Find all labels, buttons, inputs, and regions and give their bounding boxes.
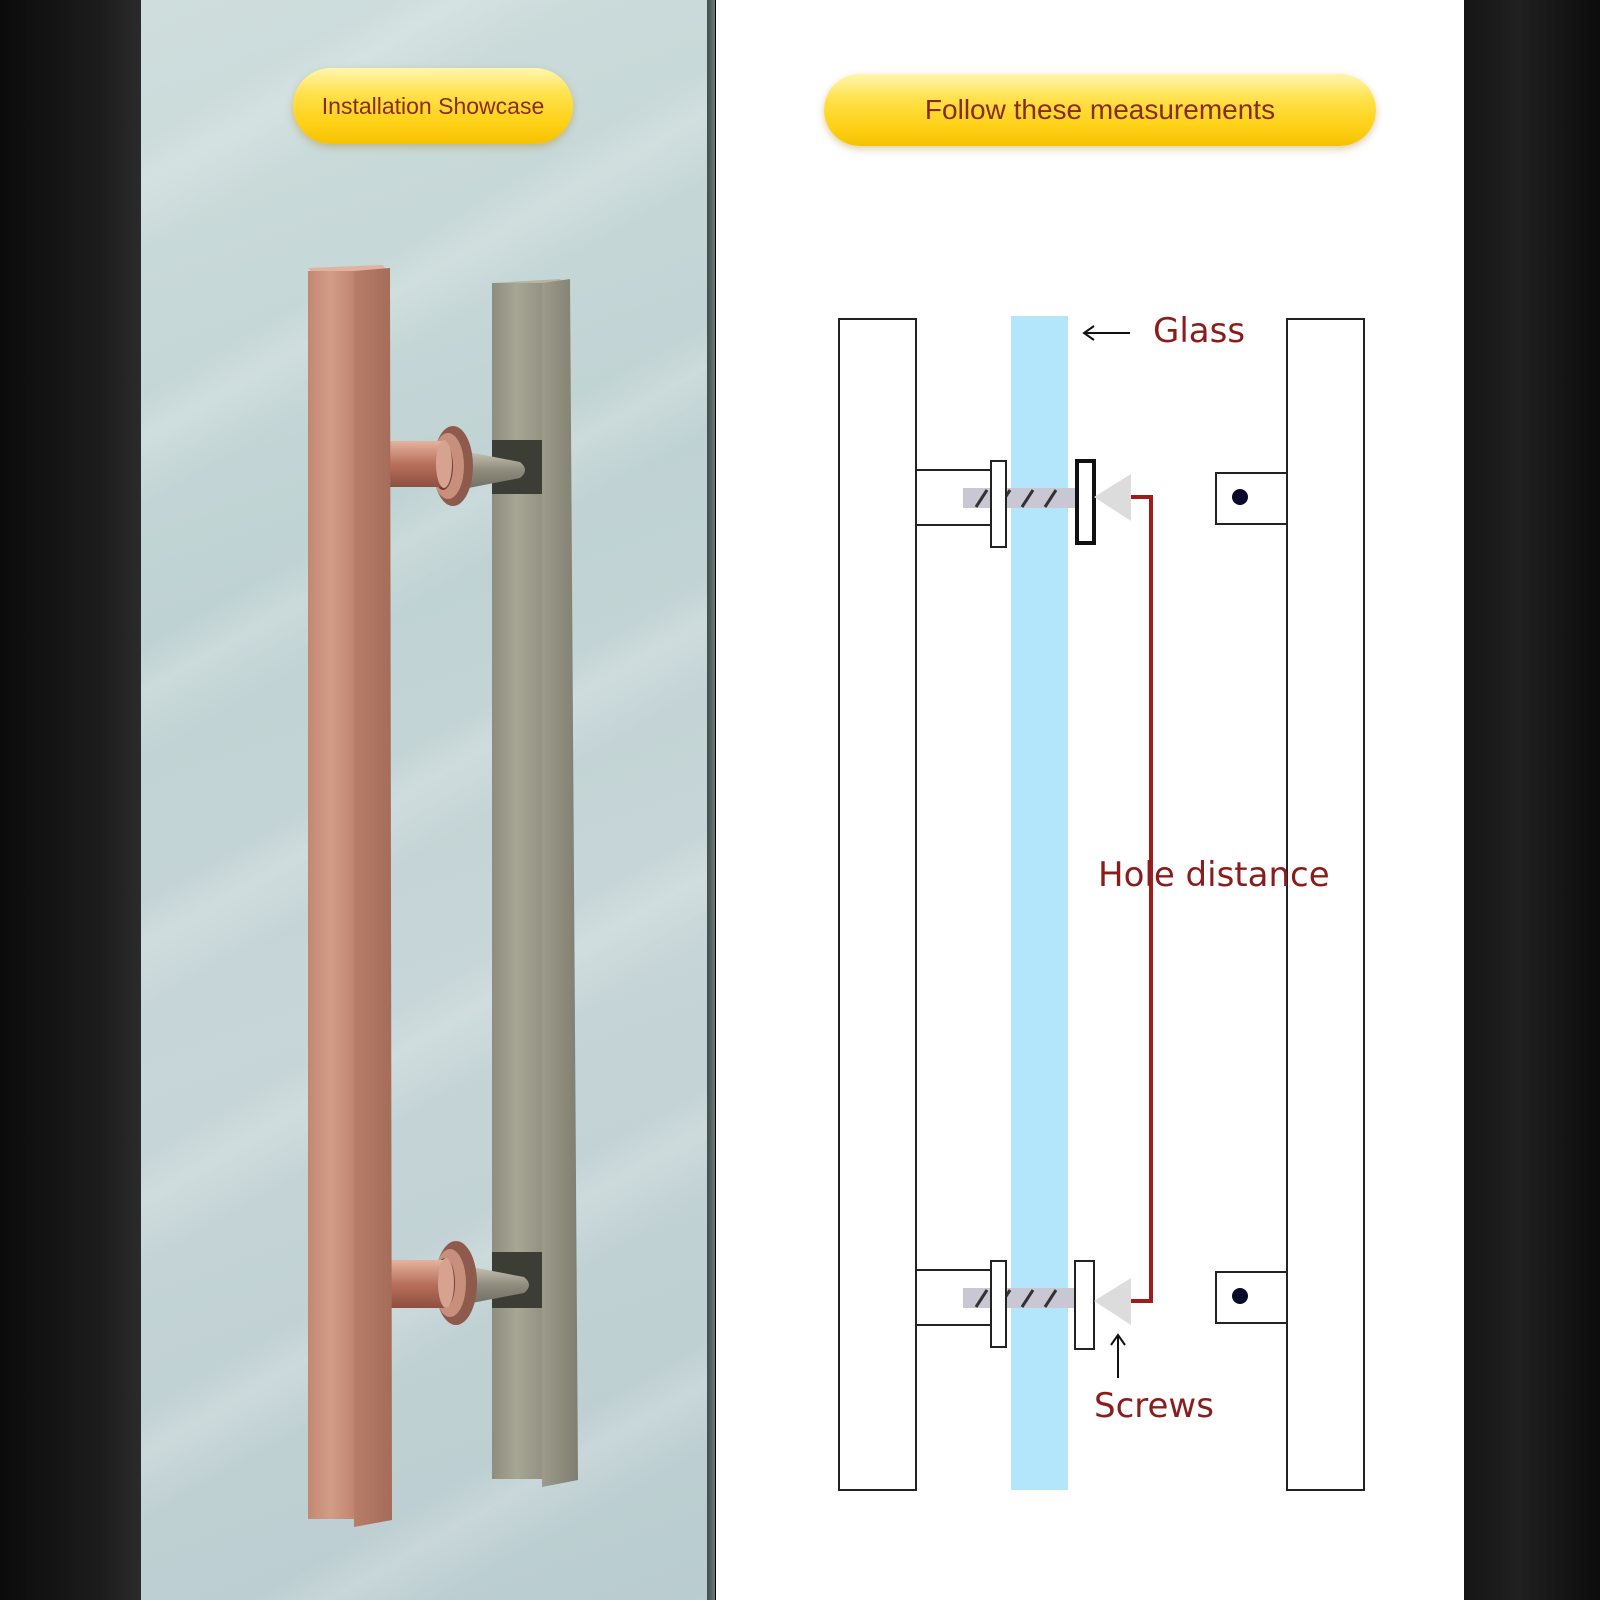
glass-panel-edge <box>707 0 715 1600</box>
screws-arrow-icon <box>1110 1333 1126 1378</box>
copper-handle-bar <box>308 265 392 1527</box>
bottom-standoff <box>388 1241 542 1325</box>
top-mount-right <box>1215 472 1288 525</box>
installation-showcase-panel <box>141 0 714 1600</box>
bottom-mount-right <box>1215 1271 1288 1324</box>
glass-arrow-icon <box>1082 325 1130 341</box>
measurements-title: Follow these measurements <box>824 74 1376 146</box>
left-dark-border <box>0 0 141 1600</box>
bottom-fixing <box>915 1260 1131 1350</box>
top-fixing <box>915 459 1131 548</box>
screws-label: Screws <box>1094 1386 1214 1426</box>
right-dark-border <box>1464 0 1600 1600</box>
hole-distance-label: Hole distance <box>1098 855 1330 895</box>
right-handle-outline <box>1286 318 1365 1491</box>
top-standoff <box>388 426 542 506</box>
hole-distance-line <box>1131 495 1153 1303</box>
left-handle-outline <box>838 318 917 1491</box>
glass-label: Glass <box>1153 311 1246 351</box>
installation-showcase-title: Installation Showcase <box>293 68 573 144</box>
